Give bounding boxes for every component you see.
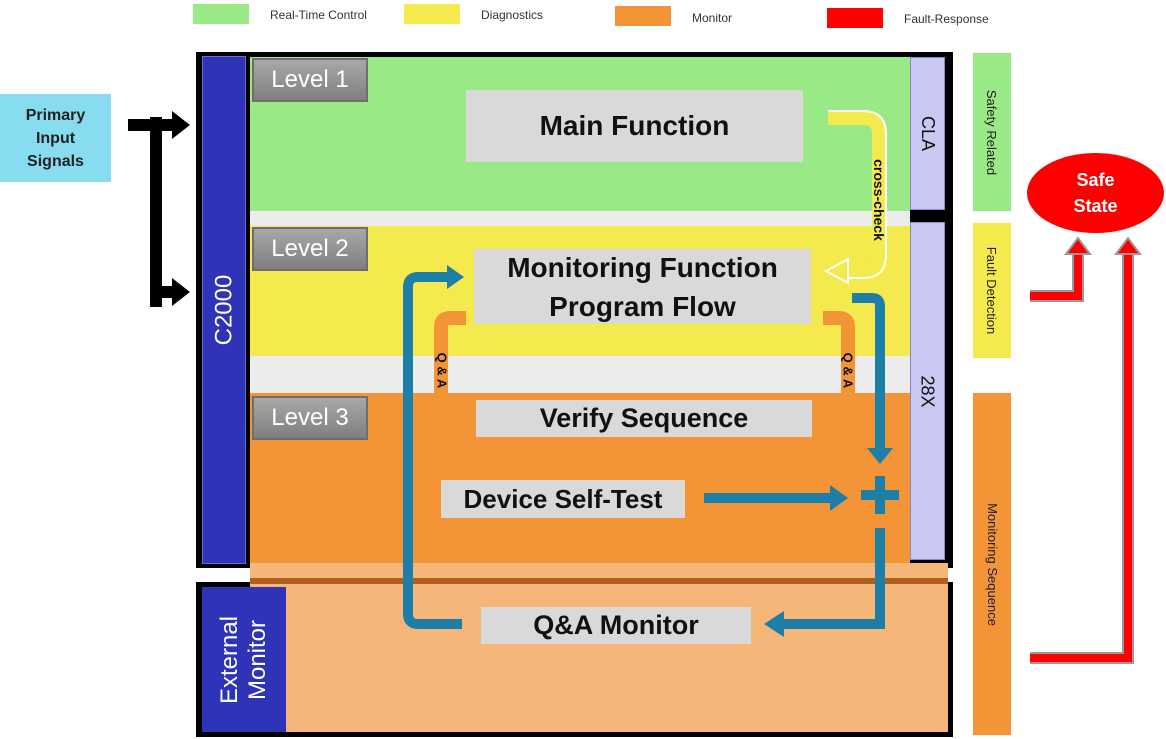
verify-sequence-box: Verify Sequence [476, 400, 812, 437]
legend-swatch-realtime [193, 4, 249, 24]
safety-related-label-wrap: Safety Related [973, 53, 1011, 211]
monitoring-sequence-bar [973, 393, 1011, 735]
fault-detection-label: Fault Detection [984, 246, 1000, 335]
legend-label-realtime: Real-Time Control [270, 8, 367, 22]
legend-swatch-diagnostics [404, 4, 460, 24]
legend-swatch-monitor [615, 6, 671, 26]
safe-state-ellipse: Safe State [1027, 153, 1164, 233]
input-arrows [128, 111, 190, 307]
device-self-test-label: Device Self-Test [463, 483, 663, 514]
qa-right-label-wrap: Q & A [834, 340, 862, 400]
external-monitor-bar [202, 587, 286, 732]
legend-label-fault-response: Fault-Response [904, 12, 989, 26]
qa-monitor-box: Q&A Monitor [481, 607, 751, 644]
qa-loop-right [823, 311, 855, 432]
monitoring-function-label: Monitoring Function Program Flow [507, 251, 778, 322]
cross-check-label-wrap: cross-check [860, 140, 898, 260]
qa-left-label-wrap: Q & A [428, 340, 456, 400]
band-divider-2 [250, 356, 910, 393]
main-function-box: Main Function [466, 90, 803, 162]
cross-check-arrowhead [823, 257, 849, 285]
level-2-tag: Level 2 [252, 227, 368, 271]
x28-bar [910, 222, 945, 560]
monitoring-sequence-label: Monitoring Sequence [984, 502, 1000, 626]
primary-input-box: Primary Input Signals [0, 94, 111, 182]
c2000-bar [202, 56, 246, 564]
main-function-label: Main Function [539, 110, 730, 141]
safety-related-label: Safety Related [984, 89, 1000, 175]
fault-detection-bar [973, 223, 1011, 358]
fault-arrow-short [1030, 254, 1084, 302]
cross-check-loop [828, 111, 886, 278]
device-self-test-box: Device Self-Test [441, 480, 685, 518]
legend-swatch-fault-response [827, 8, 883, 28]
self-test-arrowhead [830, 485, 848, 511]
cross-check-label: cross-check [871, 159, 887, 241]
legend-label-monitor: Monitor [692, 11, 733, 25]
safety-related-bar [973, 53, 1011, 211]
fault-arrow-long [1030, 254, 1134, 664]
plus-horizontal [861, 490, 899, 500]
qa-monitor-label: Q&A Monitor [533, 610, 699, 640]
primary-input-label: Primary Input Signals [25, 106, 86, 170]
legend-label-diagnostics: Diagnostics [481, 8, 544, 22]
flow-plus-to-qa-monitor [782, 528, 885, 629]
qa-right-label: Q & A [840, 352, 856, 388]
cla-bar [910, 57, 945, 210]
fault-detection-label-wrap: Fault Detection [973, 223, 1011, 358]
qa-left-label: Q & A [434, 352, 450, 388]
monitoring-function-box: Monitoring Function Program Flow [474, 249, 811, 324]
qa-loop-left [434, 311, 466, 432]
level3-spill-line [250, 578, 948, 584]
safe-state-label: Safe State [1073, 170, 1118, 216]
flow-qa-monitor-loop-back [403, 272, 462, 629]
monitoring-sequence-label-wrap: Monitoring Sequence [973, 393, 1011, 735]
band-divider-1 [250, 211, 910, 226]
level-3-tag: Level 3 [252, 396, 368, 440]
flow-monitor-to-plus [852, 293, 885, 452]
level-1-tag: Level 1 [252, 58, 368, 102]
verify-sequence-label: Verify Sequence [539, 403, 749, 433]
